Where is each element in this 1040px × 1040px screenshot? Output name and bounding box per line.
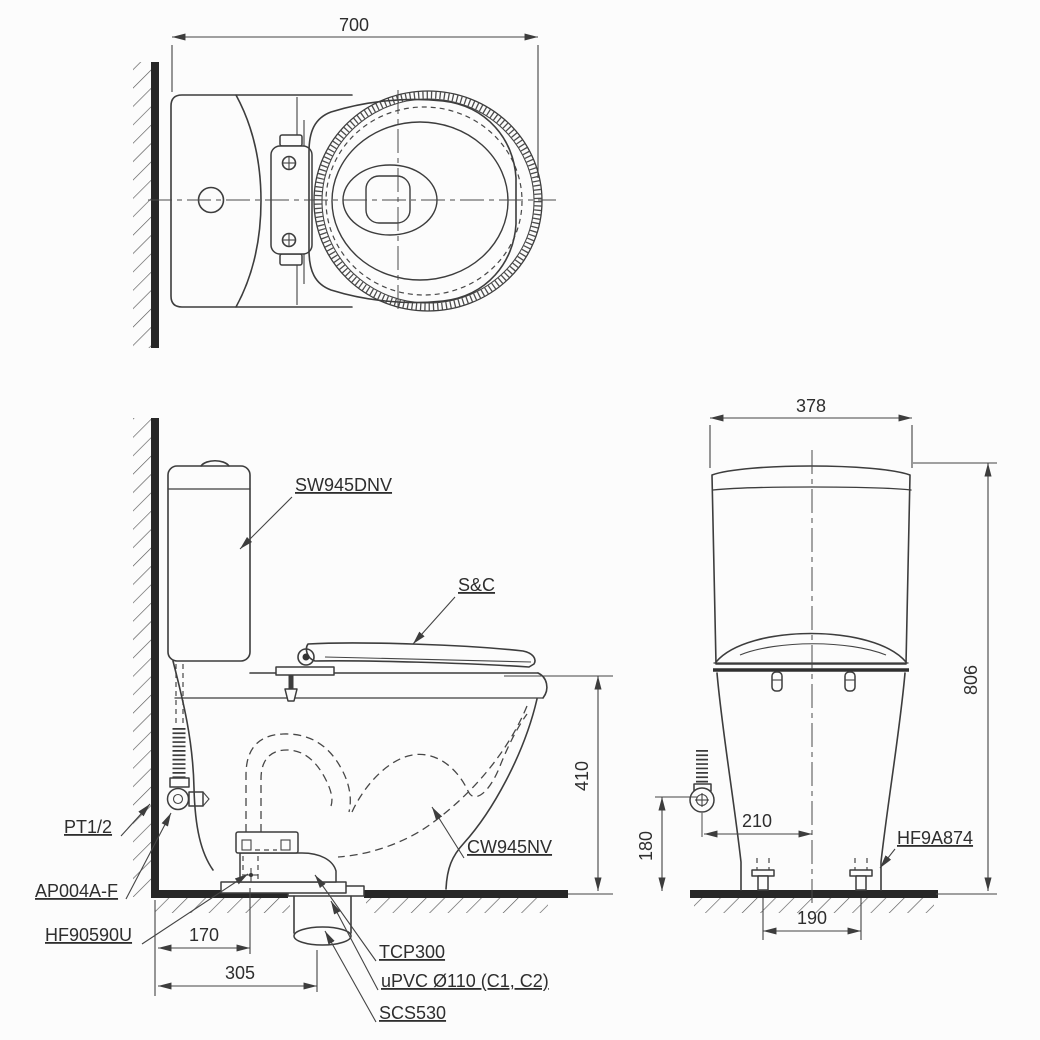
valve-nut bbox=[169, 777, 190, 788]
cistern-lid-knob bbox=[200, 459, 230, 467]
label-floor-fixing: HF90590U bbox=[45, 925, 132, 945]
wall-line-side-view bbox=[151, 418, 159, 897]
rim-hatched-edge bbox=[314, 91, 542, 311]
pipe-opening bbox=[293, 926, 352, 946]
dim-170-value: 170 bbox=[189, 925, 219, 945]
seat-hinge-plate bbox=[235, 94, 353, 308]
wall-line-top-view bbox=[151, 62, 159, 348]
trapway-funnel bbox=[337, 705, 528, 858]
dim-valve-to-center: 210 bbox=[704, 811, 812, 838]
bowl-top-outline bbox=[308, 90, 543, 312]
dim-180-value: 180 bbox=[636, 831, 656, 861]
dim-outlet-offset: 170 bbox=[154, 888, 251, 996]
front-view-labels: HF9A874 bbox=[879, 828, 973, 869]
label-seat: S&C bbox=[458, 575, 495, 595]
hinge-screw-top bbox=[281, 155, 297, 171]
label-flange: TCP300 bbox=[379, 942, 445, 962]
outlet-flange bbox=[220, 831, 365, 946]
valve-outlet bbox=[188, 791, 204, 807]
stop-valve-front bbox=[689, 750, 715, 842]
label-bolt-cap: HF9A874 bbox=[897, 828, 973, 848]
wall-hatching-top-view bbox=[133, 62, 152, 348]
dim-bowl-height: 410 bbox=[504, 675, 613, 895]
bowl-rear-contour bbox=[172, 660, 214, 871]
label-pipe: uPVC Ø110 (C1, C2) bbox=[381, 971, 549, 991]
dim-378-value: 378 bbox=[796, 396, 826, 416]
dim-tank-width: 378 bbox=[709, 396, 913, 468]
wall-hatching-side-view bbox=[133, 418, 152, 897]
hinge-bolt-right bbox=[844, 671, 856, 692]
floor-hatching-front bbox=[694, 898, 934, 913]
trapway-outer bbox=[245, 733, 351, 845]
seat-lid-outline bbox=[308, 98, 517, 304]
dim-overall-height: 806 bbox=[913, 462, 997, 895]
seat-wing-nut bbox=[284, 688, 298, 702]
seat-front bbox=[713, 632, 909, 692]
seat-ring bbox=[331, 121, 509, 281]
dim-410-value: 410 bbox=[572, 761, 592, 791]
hinge-base bbox=[275, 666, 335, 676]
dim-190-value: 190 bbox=[797, 908, 827, 928]
foot-bolt-left bbox=[757, 875, 769, 891]
foot-bolt-right bbox=[855, 875, 867, 891]
floor-line-right bbox=[364, 890, 568, 898]
label-connector: SCS530 bbox=[379, 1003, 446, 1023]
hinge-bolt-left bbox=[771, 671, 783, 692]
front-view: 378 bbox=[636, 396, 997, 940]
hinge-screw-bottom bbox=[281, 232, 297, 248]
label-stop-valve: PT1/2 bbox=[64, 817, 112, 837]
cistern-side bbox=[167, 459, 251, 662]
dim-806-value: 806 bbox=[961, 665, 981, 695]
dim-bolt-spacing: 190 bbox=[762, 898, 862, 940]
dim-pipe-offset: 305 bbox=[158, 950, 318, 992]
floor-line-front bbox=[690, 890, 938, 898]
floor-hatching-left bbox=[155, 898, 290, 913]
hidden-seat-edge bbox=[325, 106, 523, 296]
bowl-front bbox=[716, 672, 906, 891]
trapway-inner bbox=[260, 749, 333, 845]
hinge-tab-bottom bbox=[279, 253, 303, 266]
dim-700-value: 700 bbox=[339, 15, 369, 35]
floor-line-left bbox=[151, 890, 288, 898]
foot-bolt-washer-right bbox=[849, 869, 873, 877]
stop-valve-assembly bbox=[166, 664, 210, 811]
foot-bolt-washer-left bbox=[751, 869, 775, 877]
floor-bolt-mark bbox=[249, 873, 253, 877]
dim-210-value: 210 bbox=[742, 811, 772, 831]
outlet-elbow bbox=[239, 852, 337, 883]
seat-side bbox=[275, 642, 536, 702]
floor-hatching-right bbox=[366, 898, 548, 913]
cistern-top-outline bbox=[170, 94, 262, 308]
cistern-front bbox=[711, 465, 912, 665]
hinge-tab-top bbox=[279, 134, 303, 147]
trapway-s-curve bbox=[351, 713, 528, 813]
label-bowl: CW945NV bbox=[467, 837, 552, 857]
side-view-labels: SW945DNV S&C CW945NV PT1/2 AP004A-F HF90… bbox=[35, 475, 552, 1023]
hinge-knuckle bbox=[297, 648, 315, 666]
dim-valve-height: 180 bbox=[636, 796, 697, 891]
dim-305-value: 305 bbox=[225, 963, 255, 983]
dim-overall-depth: 700 bbox=[171, 15, 539, 178]
bowl-front-contour bbox=[445, 698, 538, 890]
valve-body bbox=[166, 787, 190, 811]
label-cistern: SW945DNV bbox=[295, 475, 392, 495]
side-view: 410 170 305 SW945DNV S&C CW945NV PT1/2 A… bbox=[35, 418, 613, 1023]
top-view: 700 bbox=[133, 15, 556, 348]
label-supply: AP004A-F bbox=[35, 881, 118, 901]
